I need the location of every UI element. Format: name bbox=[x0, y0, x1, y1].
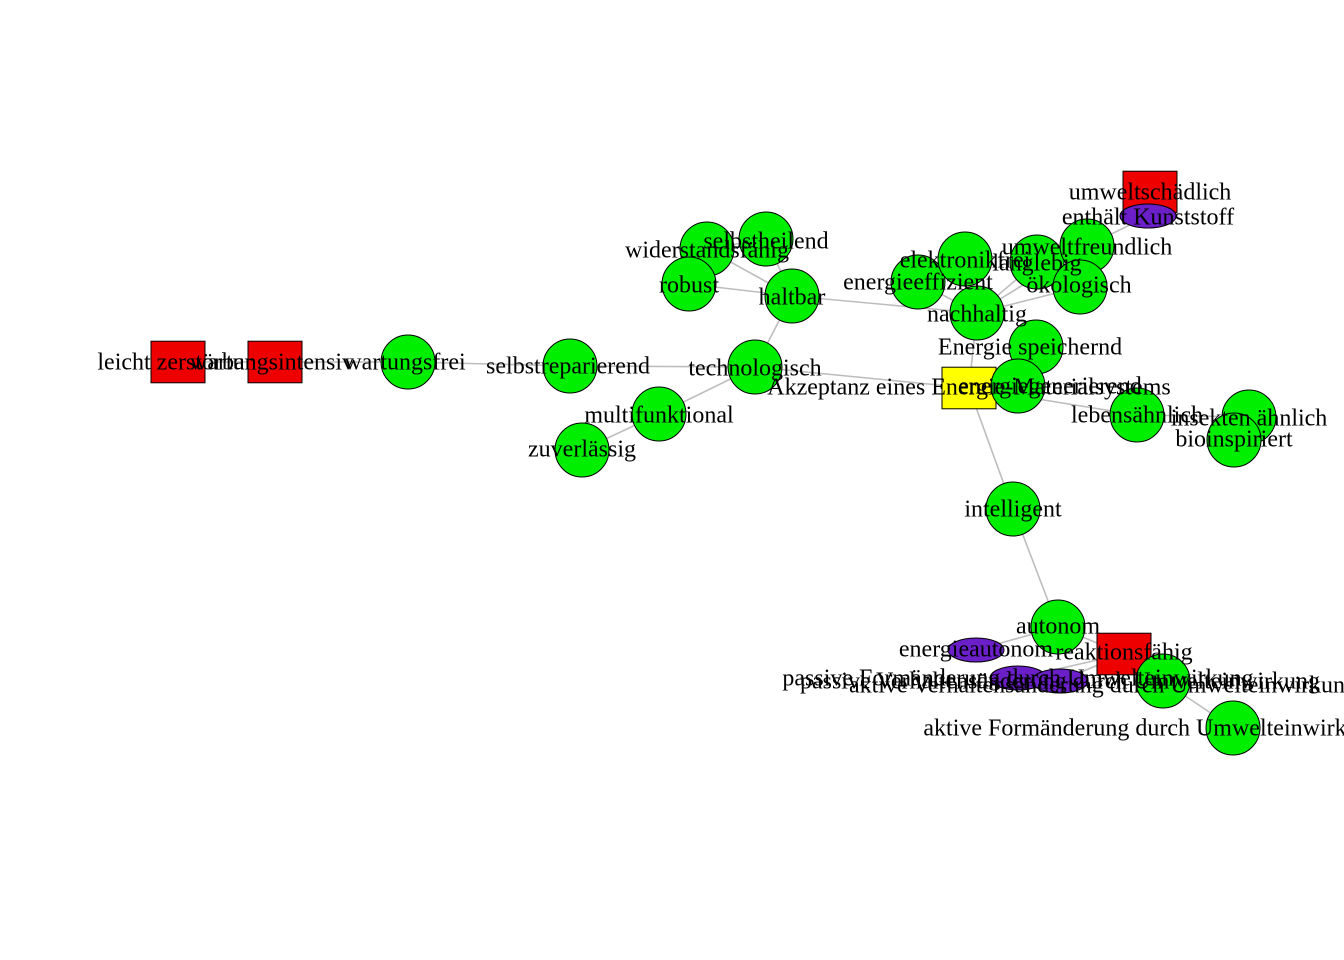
node-aktive-formaenderung bbox=[1205, 700, 1261, 756]
node-label-widerstandsfaehig: widerstandsfähig bbox=[625, 238, 789, 264]
edge-haltbar-to-nachhaltig bbox=[791, 295, 978, 314]
node-technologisch bbox=[727, 339, 783, 395]
node-multifunktional bbox=[631, 386, 687, 442]
node-autonom bbox=[1030, 599, 1086, 655]
node-aktive-verhaltensaenderung bbox=[1135, 653, 1191, 709]
edge-selbstreparierend-to-technologisch bbox=[569, 365, 756, 368]
node-wartungsintensiv bbox=[247, 340, 303, 384]
node-label-energie-speichernd: Energie speichernd bbox=[938, 335, 1122, 361]
node-label-akzeptanz: Akzeptanz eines Energie-Materialsystems bbox=[767, 375, 1170, 401]
edge-technologisch-to-akzeptanz bbox=[754, 366, 970, 389]
node-label-reaktionsfaehig: reaktionsfähig bbox=[1055, 640, 1192, 666]
node-label-intelligent: intelligent bbox=[964, 497, 1062, 523]
node-label-bioinspiriert: bioinspiriert bbox=[1175, 427, 1293, 453]
node-label-wartungsfrei: wartungsfrei bbox=[344, 350, 466, 376]
node-haltbar bbox=[764, 268, 820, 324]
node-label-zuverlaessig: zuverlässig bbox=[528, 437, 636, 463]
node-lebensaehnlich bbox=[1109, 387, 1165, 443]
node-label-aktive-verhaltensaenderung: aktive Verhaltensänderung durch Umweltei… bbox=[849, 673, 1344, 699]
node-langlebig bbox=[1009, 234, 1065, 290]
node-label-enthaelt-kunststoff: enthält Kunststoff bbox=[1062, 205, 1234, 231]
node-passive-verhaltensaenderung bbox=[1031, 668, 1089, 694]
node-label-autonom: autonom bbox=[1016, 614, 1100, 640]
node-label-insekten-aehnlich: insekten ähnlich bbox=[1171, 406, 1328, 432]
node-robust bbox=[661, 256, 717, 312]
node-label-energieautonom: energieautonom bbox=[899, 637, 1054, 663]
node-leicht-zerstoerbar bbox=[150, 340, 206, 384]
nodes-layer bbox=[150, 170, 1277, 756]
node-label-selbstreparierend: selbstreparierend bbox=[486, 354, 650, 380]
node-wartungsfrei bbox=[380, 334, 436, 390]
node-energieeffizient bbox=[890, 254, 946, 310]
node-label-selbstheilend: selbstheilend bbox=[703, 229, 828, 255]
node-label-langlebig: langlebig bbox=[992, 251, 1081, 277]
node-enthaelt-kunststoff bbox=[1119, 203, 1177, 229]
node-reaktionsfaehig bbox=[1096, 632, 1152, 676]
node-energiegenerierend bbox=[990, 358, 1046, 414]
node-label-umweltschaedlich: umweltschädlich bbox=[1069, 180, 1232, 206]
node-label-energiegenerierend: energiegenerierend bbox=[958, 374, 1141, 400]
node-label-haltbar: haltbar bbox=[759, 285, 826, 311]
node-label-robust: robust bbox=[659, 273, 719, 299]
node-label-nachhaltig: nachhaltig bbox=[927, 302, 1027, 328]
node-label-umweltfreundlich: umweltfreundlich bbox=[1002, 235, 1173, 261]
node-label-aktive-formaenderung: aktive Formänderung durch Umwelteinwirku… bbox=[923, 716, 1344, 742]
node-bioinspiriert bbox=[1206, 412, 1262, 468]
node-label-energieeffizient: energieeffizient bbox=[843, 270, 993, 296]
node-label-lebensaehnlich: lebensähnlich bbox=[1071, 403, 1203, 429]
node-label-leicht-zerstoerbar: leicht zerstörbar bbox=[97, 350, 252, 376]
node-label-passive-verhaltensaenderung: passive Verhaltensänderung durch Umwelte… bbox=[800, 669, 1320, 695]
labels-layer: leicht zerstörbarwartungsintensivwartung… bbox=[97, 180, 1344, 742]
node-label-oekologisch: ökologisch bbox=[1026, 273, 1131, 299]
node-selbstheilend bbox=[738, 211, 794, 267]
node-label-multifunktional: multifunktional bbox=[584, 403, 734, 429]
node-elektronikfrei bbox=[937, 231, 993, 287]
node-oekologisch bbox=[1052, 259, 1108, 315]
node-nachhaltig bbox=[949, 285, 1005, 341]
node-zuverlaessig bbox=[554, 422, 610, 478]
node-selbstreparierend bbox=[542, 338, 598, 394]
node-label-passive-formaenderung: passive Formänderung durch Umwelteinwirk… bbox=[782, 666, 1253, 692]
node-label-technologisch: technologisch bbox=[688, 356, 821, 382]
node-akzeptanz bbox=[941, 366, 997, 410]
node-energieautonom bbox=[947, 637, 1005, 663]
node-label-elektronikfrei: elektronikfrei bbox=[900, 248, 1031, 274]
node-intelligent bbox=[985, 481, 1041, 537]
node-label-wartungsintensiv: wartungsintensiv bbox=[190, 350, 354, 376]
